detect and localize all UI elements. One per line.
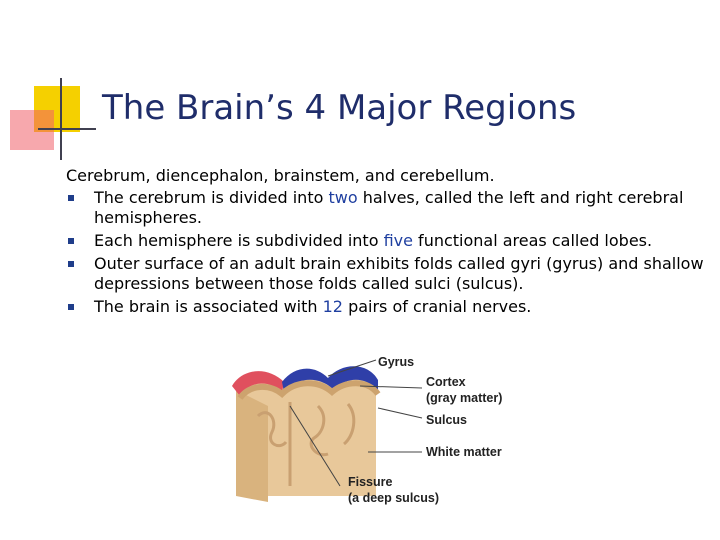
decorative-red-square <box>10 110 54 150</box>
slide-body: Cerebrum, diencephalon, brainstem, and c… <box>66 166 706 320</box>
square-bullet-icon <box>68 304 74 310</box>
bullet-item: The brain is associated with 12 pairs of… <box>66 297 706 317</box>
label-cortex: Cortex <box>426 375 466 389</box>
bullet-text: halves, called the left and right cerebr… <box>94 188 684 227</box>
label-white-matter: White matter <box>426 445 502 459</box>
bullet-item: Outer surface of an adult brain exhibits… <box>66 254 706 294</box>
block-side-face <box>236 390 268 502</box>
brain-cortex-diagram: Gyrus Cortex (gray matter) Sulcus White … <box>232 355 502 505</box>
label-cortex-sub: (gray matter) <box>426 391 502 405</box>
bullet-item: The cerebrum is divided into two halves,… <box>66 188 706 228</box>
decorative-horizontal-line <box>38 128 96 130</box>
bullet-text: The cerebrum is divided into <box>94 188 329 207</box>
label-fissure: Fissure <box>348 475 393 489</box>
bullet-text: pairs of cranial nerves. <box>342 297 532 316</box>
leader-lines <box>289 359 423 487</box>
bullet-highlight: five <box>383 231 413 250</box>
white-matter-block <box>236 371 376 496</box>
label-gyrus: Gyrus <box>378 355 414 369</box>
cortex-blue-gyrus <box>282 366 378 392</box>
bullet-highlight: 12 <box>322 297 343 316</box>
bullet-item: Each hemisphere is subdivided into five … <box>66 231 706 251</box>
intro-text: Cerebrum, diencephalon, brainstem, and c… <box>66 166 495 185</box>
bullet-text: Each hemisphere is subdivided into <box>94 231 384 250</box>
slide-title: The Brain’s 4 Major Regions <box>102 88 577 128</box>
label-fissure-sub: (a deep sulcus) <box>348 491 439 505</box>
bullet-text: Outer surface of an adult brain exhibits… <box>94 254 704 293</box>
square-bullet-icon <box>68 261 74 267</box>
label-sulcus: Sulcus <box>426 413 467 427</box>
square-bullet-icon <box>68 195 74 201</box>
bullet-text: The brain is associated with <box>94 297 323 316</box>
decorative-vertical-line <box>60 78 62 160</box>
cortex-fold-lines <box>256 402 356 486</box>
square-bullet-icon <box>68 238 74 244</box>
bullet-list: The cerebrum is divided into two halves,… <box>66 188 706 317</box>
gray-matter-band <box>237 380 381 400</box>
bullet-text: functional areas called lobes. <box>412 231 653 250</box>
bullet-highlight: two <box>328 188 358 207</box>
